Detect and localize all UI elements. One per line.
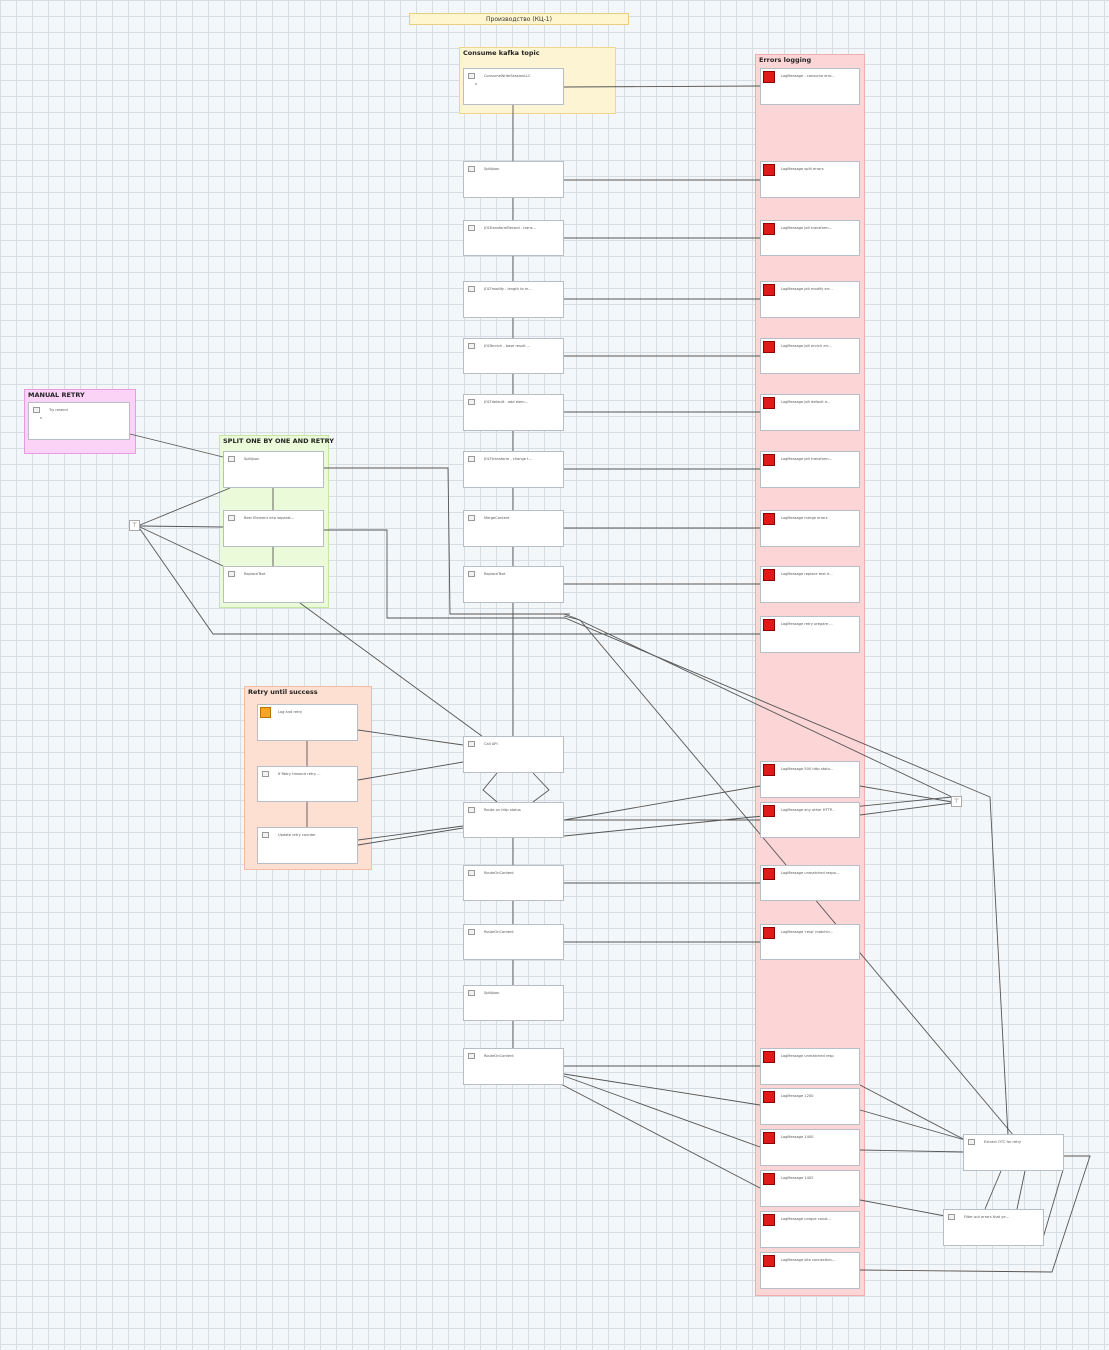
group-consume-title: Consume kafka topic xyxy=(463,49,540,57)
log-error-node[interactable]: LogMessage 1402 xyxy=(760,1170,860,1207)
error-log-icon xyxy=(763,454,775,466)
processor-jolt-enrich[interactable]: JOLTenrich - base result ... xyxy=(463,338,564,374)
processor-icon xyxy=(468,286,475,292)
log-error-node[interactable]: LogMessage 1400 xyxy=(760,1129,860,1166)
error-log-icon xyxy=(763,1051,775,1063)
processor-icon xyxy=(468,399,475,405)
processor-filter-errors[interactable]: Filter out errors that ye... xyxy=(943,1209,1044,1246)
log-error-node[interactable]: LogMessage any other HTTP... xyxy=(760,802,860,838)
log-error-node[interactable]: LogMessage 500 http statu... xyxy=(760,761,860,798)
processor-icon xyxy=(468,225,475,231)
processor-route-on-content[interactable]: RouteOnContent xyxy=(463,1048,564,1085)
error-log-icon xyxy=(763,1214,775,1226)
warning-icon xyxy=(260,707,271,718)
processor-replace-text[interactable]: ReplaceText xyxy=(463,566,564,603)
log-error-node[interactable]: LogMessage 'resp' matchin... xyxy=(760,924,860,960)
processor-icon xyxy=(228,571,235,577)
log-error-node[interactable]: LogMessage unique const... xyxy=(760,1211,860,1248)
processor-route-on-content[interactable]: RouteOnContent xyxy=(463,865,564,901)
processor-icon xyxy=(948,1214,955,1220)
log-error-node[interactable]: LogMessage jolt transform... xyxy=(760,451,860,488)
log-error-node[interactable]: LogMessage split errors xyxy=(760,161,860,198)
group-manual-title: MANUAL RETRY xyxy=(28,391,85,399)
processor-call-api[interactable]: Call API xyxy=(463,736,564,773)
error-log-icon xyxy=(763,164,775,176)
log-error-node[interactable]: LogMessage merge errors xyxy=(760,510,860,547)
error-log-icon xyxy=(763,805,775,817)
processor-icon xyxy=(468,571,475,577)
processor-icon xyxy=(468,929,475,935)
processor-split-json[interactable]: SplitJson xyxy=(463,161,564,198)
funnel-icon[interactable]: ⊤ xyxy=(129,520,140,531)
processor-jolt-transform[interactable]: JOLTtransform - change t... xyxy=(463,451,564,488)
error-log-icon xyxy=(763,927,775,939)
processor-log-and-retry[interactable]: Log and retry xyxy=(257,704,358,741)
log-error-node[interactable]: LogMessage - consume erro... xyxy=(760,68,860,105)
error-log-icon xyxy=(763,513,775,525)
processor-split-json[interactable]: SplitJson xyxy=(463,985,564,1021)
error-log-icon xyxy=(763,868,775,880)
processor-icon xyxy=(262,832,269,838)
log-error-node[interactable]: LogMessage jolt transform... xyxy=(760,220,860,256)
processor-icon xyxy=(468,870,475,876)
log-error-node[interactable]: LogMessage 1200 xyxy=(760,1088,860,1125)
processor-update-retry-counter[interactable]: Update retry counter xyxy=(257,827,358,864)
group-errors-title: Errors logging xyxy=(759,56,812,64)
error-log-icon xyxy=(763,397,775,409)
error-log-icon xyxy=(763,341,775,353)
processor-icon xyxy=(968,1139,975,1145)
processor-icon xyxy=(468,343,475,349)
log-error-node[interactable]: LogMessage jolt enrich err... xyxy=(760,338,860,374)
processor-icon xyxy=(468,73,475,79)
error-log-icon xyxy=(763,223,775,235)
page-title: Производство (КЦ-1) xyxy=(409,13,629,25)
processor-icon xyxy=(468,515,475,521)
error-log-icon xyxy=(763,1173,775,1185)
processor-extract-otc[interactable]: Extract OTC for retry xyxy=(963,1134,1064,1171)
error-log-icon xyxy=(763,569,775,581)
processor-retry-timeout[interactable]: If Retry timeout retry ... xyxy=(257,766,358,802)
processor-jolt-default[interactable]: JOLTdefault - add elem... xyxy=(463,394,564,431)
processor-jolt-modify[interactable]: JOLTmodify - length to m... xyxy=(463,281,564,318)
processor-icon xyxy=(468,456,475,462)
error-log-icon xyxy=(763,1255,775,1267)
group-retry-title: Retry until success xyxy=(248,688,318,696)
log-error-node[interactable]: LogMessage jolt modify err... xyxy=(760,281,860,318)
error-log-icon xyxy=(763,619,775,631)
log-error-node[interactable]: LogMessage retry prepare ... xyxy=(760,616,860,653)
processor-icon xyxy=(228,515,235,521)
error-log-icon xyxy=(763,1132,775,1144)
processor-merge-content[interactable]: MergeContent xyxy=(463,510,564,547)
processor-jolt-transform-record[interactable]: JOLTransformRecord - trans... xyxy=(463,220,564,256)
processor-icon xyxy=(468,990,475,996)
funnel-icon[interactable]: ⊤ xyxy=(951,796,962,807)
processor-icon xyxy=(33,407,40,413)
processor-icon xyxy=(468,741,475,747)
log-error-node[interactable]: LogMessage jolt default e... xyxy=(760,394,860,431)
processor-route-http-status[interactable]: Route on http status xyxy=(463,802,564,838)
error-log-icon xyxy=(763,284,775,296)
processor-best-element[interactable]: Best Element into separat... xyxy=(223,510,324,547)
processor-icon xyxy=(228,456,235,462)
processor-icon xyxy=(468,166,475,172)
error-log-icon xyxy=(763,1091,775,1103)
error-log-icon xyxy=(763,764,775,776)
processor-replace-text[interactable]: ReplaceText xyxy=(223,566,324,603)
processor-icon xyxy=(468,1053,475,1059)
processor-icon xyxy=(468,807,475,813)
log-error-node[interactable]: LogMessage unmatched respo... xyxy=(760,865,860,901)
processor-route-on-content[interactable]: RouteOnContent xyxy=(463,924,564,960)
error-log-icon xyxy=(763,71,775,83)
group-split-title: SPLIT ONE BY ONE AND RETRY xyxy=(223,437,334,445)
log-error-node[interactable]: LogMessage replace text e... xyxy=(760,566,860,603)
log-error-node[interactable]: LogMessage unmatched resp xyxy=(760,1048,860,1085)
processor-icon xyxy=(262,771,269,777)
log-error-node[interactable]: LogMessage site connection... xyxy=(760,1252,860,1289)
processor-split-json[interactable]: SplitJson xyxy=(223,451,324,488)
